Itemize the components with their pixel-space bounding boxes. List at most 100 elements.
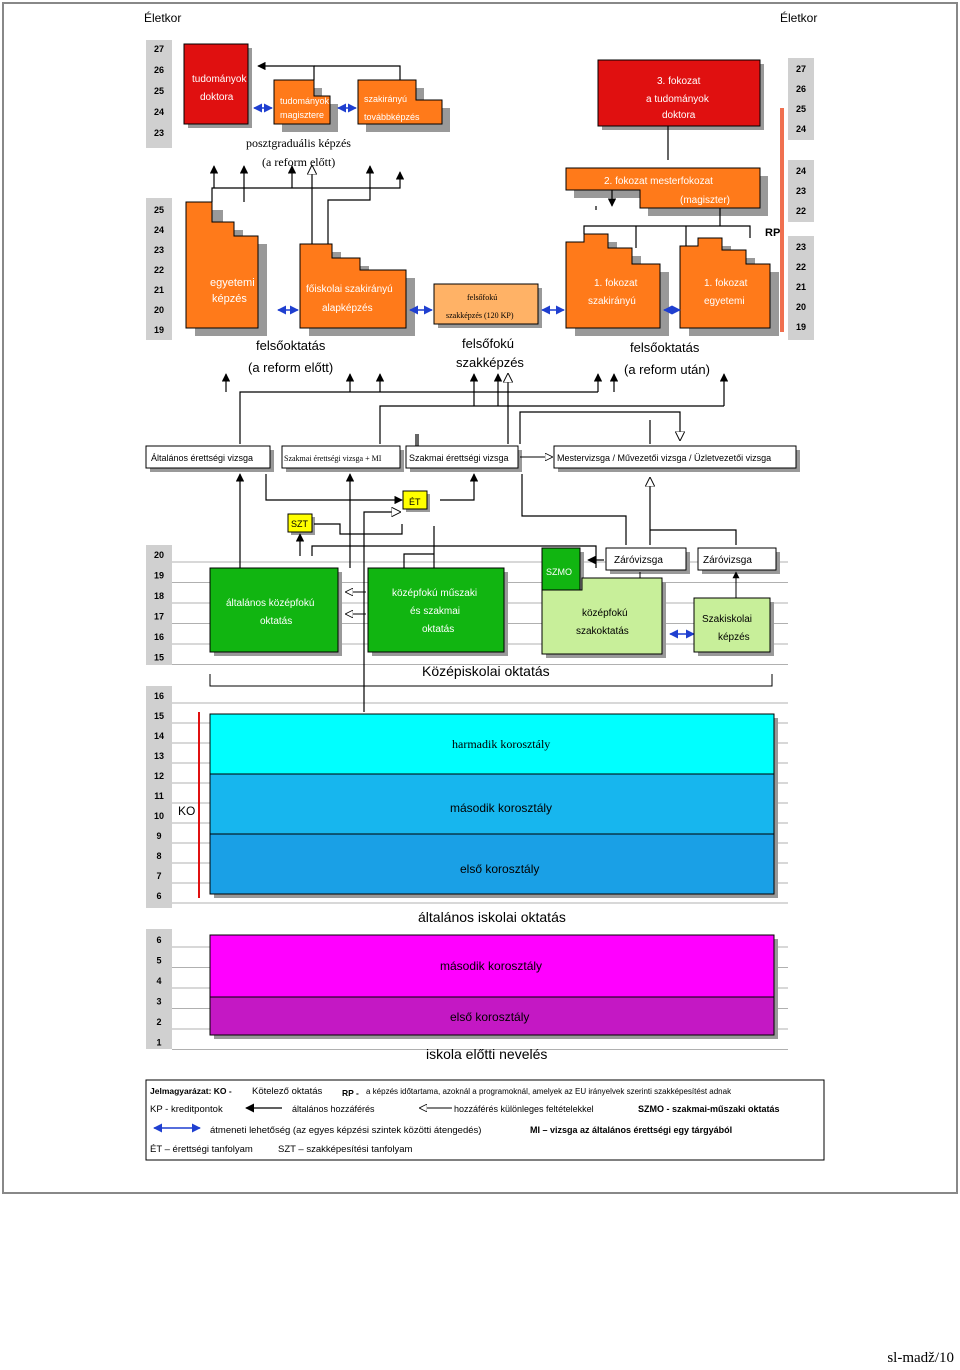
connectors-exams	[235, 434, 737, 712]
svg-text:egyetemi: egyetemi	[704, 296, 745, 307]
age-tick: 18	[154, 591, 164, 601]
age-tick: 21	[796, 282, 806, 292]
svg-text:doktora: doktora	[662, 110, 696, 121]
label-iskola-elotti: iskola előtti nevelés	[426, 1046, 547, 1062]
age-tick: 14	[154, 731, 164, 741]
age-tick: 23	[796, 186, 806, 196]
box-zarovizsga-1: Záróvizsga	[605, 547, 690, 574]
age-tick: 26	[154, 65, 164, 75]
svg-text:egyetemi: egyetemi	[210, 277, 255, 289]
svg-text:2. fokozat mesterfokozat: 2. fokozat mesterfokozat	[604, 176, 713, 187]
age-tick: 20	[154, 550, 164, 560]
age-tick: 25	[154, 205, 164, 215]
age-tick: 25	[154, 86, 164, 96]
legend: Jelmagyarázat: KO - Kötelező oktatás RP …	[145, 1079, 825, 1161]
age-tick: 16	[154, 691, 164, 701]
svg-text:továbbképzés: továbbképzés	[364, 112, 420, 122]
box-szakiranyu-tovabbkepzes: szakirányú továbbképzés	[357, 79, 450, 132]
svg-text:átmeneti lehetőség (az egyes k: átmeneti lehetőség (az egyes képzési szi…	[210, 1125, 481, 1136]
box-altalanos-kozepfoku: általános középfokú oktatás	[209, 567, 342, 656]
svg-text:ÉT: ÉT	[409, 497, 421, 507]
age-tick: 24	[796, 124, 806, 134]
svg-text:Záróvizsga: Záróvizsga	[703, 555, 752, 566]
age-tick: 15	[154, 653, 164, 663]
box-fokozat3: 3. fokozat a tudományok doktora	[597, 59, 764, 130]
box-fokozat1-egyetemi: 1. fokozat egyetemi	[679, 237, 779, 336]
age-tick: 19	[796, 322, 806, 332]
age-tick: 24	[154, 107, 164, 117]
age-tick: 23	[154, 245, 164, 255]
svg-text:SZT – szakképesítési tanfolyam: SZT – szakképesítési tanfolyam	[278, 1144, 413, 1155]
box-egyetemi-kepzes: egyetemi képzés	[185, 201, 267, 336]
box-zarovizsga-2: Záróvizsga	[697, 547, 780, 574]
svg-text:a tudományok: a tudományok	[646, 94, 710, 105]
diagram-frame	[2, 2, 958, 1194]
age-tick: 17	[154, 612, 164, 622]
band-masodik-alt: második korosztály	[209, 773, 775, 835]
box-kozepfoku-muszaki: középfokú műszaki és szakmai oktatás	[367, 567, 508, 656]
svg-text:képzés: képzés	[718, 632, 750, 643]
exam-szakmai: Szakmai érettségi vizsga	[405, 445, 522, 472]
age-tick: 12	[154, 771, 164, 781]
svg-text:második korosztály: második korosztály	[440, 959, 542, 973]
rp-bar	[780, 108, 784, 332]
label-felso-utan-sub: (a reform után)	[624, 362, 710, 377]
age-tick: 19	[154, 325, 164, 335]
age-tick: 16	[154, 632, 164, 642]
svg-text:általános hozzáférés: általános hozzáférés	[292, 1104, 375, 1114]
label-felso-utan: felsőoktatás	[630, 340, 700, 355]
label-felso-szak-sub: szakképzés	[456, 355, 524, 370]
box-szt: SZT	[287, 513, 315, 535]
svg-text:3. fokozat: 3. fokozat	[657, 76, 701, 87]
age-tick: 25	[796, 104, 806, 114]
svg-text:ÉT – érettségi tanfolyam: ÉT – érettségi tanfolyam	[150, 1144, 253, 1155]
box-kozep-szakoktatas: középfokú szakoktatás	[541, 577, 666, 658]
svg-text:középfokú műszaki: középfokú műszaki	[392, 588, 477, 599]
svg-text:1. fokozat: 1. fokozat	[594, 278, 638, 289]
svg-text:általános középfokú: általános középfokú	[226, 598, 314, 609]
connectors-top	[209, 61, 751, 248]
svg-text:Mestervizsga / Művezetői viz: Mestervizsga / Művezetői vizsga / Üzletv…	[557, 453, 771, 463]
age-tick: 22	[796, 262, 806, 272]
age-tick: 23	[154, 128, 164, 138]
age-tick: 9	[156, 831, 161, 841]
svg-text:és szakmai: és szakmai	[410, 606, 460, 617]
svg-text:Jelmagyarázat: KO -: Jelmagyarázat: KO -	[150, 1086, 232, 1096]
age-tick: 5	[156, 956, 161, 966]
svg-text:tudományok: tudományok	[280, 96, 330, 106]
svg-text:szakoktatás: szakoktatás	[576, 626, 629, 637]
svg-text:SZT: SZT	[291, 519, 309, 529]
svg-text:Szakmai érettségi vizsga: Szakmai érettségi vizsga	[409, 453, 509, 463]
label-posztgradualis: posztgraduális képzés	[246, 136, 351, 150]
svg-text:harmadik korosztály: harmadik korosztály	[452, 737, 550, 751]
svg-text:magisztere: magisztere	[280, 110, 324, 120]
label-ko: KO	[178, 804, 195, 818]
box-foiskolai-alapkepzes: főiskolai szakirányú alapképzés	[299, 243, 415, 336]
age-tick: 1	[156, 1038, 161, 1048]
label-posztgradualis-sub: (a reform előtt)	[262, 155, 335, 169]
age-tick: 22	[154, 265, 164, 275]
transfer-arrows[interactable]	[253, 103, 695, 639]
age-tick: 24	[796, 166, 806, 176]
svg-text:oktatás: oktatás	[260, 616, 292, 627]
age-tick: 2	[156, 1017, 161, 1027]
svg-text:második korosztály: második korosztály	[450, 801, 552, 815]
box-felsofoku-szakkepzes: felsőfokú szakképzés (120 KP)	[433, 283, 542, 328]
svg-text:Szakmai érettségi vizsga + MI: Szakmai érettségi vizsga + MI	[284, 454, 382, 463]
box-tud-magiszter: tudományok magisztere	[273, 79, 338, 132]
svg-text:MI – vizsga az általános érett: MI – vizsga az általános érettségi egy t…	[530, 1125, 732, 1135]
svg-text:alapképzés: alapképzés	[322, 303, 373, 314]
svg-text:Általános érettségi vizsga: Általános érettségi vizsga	[151, 453, 253, 463]
svg-text:SZMO - szakmai-műszaki oktatás: SZMO - szakmai-műszaki oktatás	[638, 1104, 780, 1114]
svg-text:Kötelező oktatás: Kötelező oktatás	[252, 1086, 322, 1097]
svg-text:képzés: képzés	[212, 293, 247, 305]
svg-text:első korosztály: első korosztály	[460, 862, 539, 876]
secondary-bracket	[209, 674, 773, 687]
age-tick: 11	[154, 791, 164, 801]
